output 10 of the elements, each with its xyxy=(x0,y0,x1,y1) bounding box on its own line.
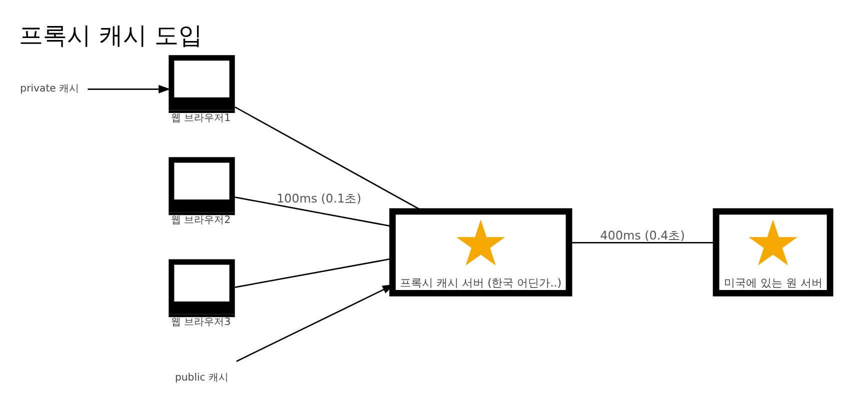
node-label: 웹 브라우저2 xyxy=(170,214,231,226)
node-text: private 캐시 xyxy=(20,83,80,94)
edge-label: 400ms (0.4초) xyxy=(600,228,685,242)
node-text: public 캐시 xyxy=(174,372,229,383)
edge-label: 100ms (0.1초) xyxy=(276,191,362,206)
diagram-title: 프록시 캐시 도입 xyxy=(19,20,202,49)
node-label: 미국에 있는 원 서버 xyxy=(724,276,822,289)
node-label: 웹 브라우저3 xyxy=(170,316,231,328)
node-label: 프록시 캐시 서버 (한국 어딘가..) xyxy=(400,276,562,289)
node-label: 웹 브라우저1 xyxy=(170,112,231,124)
